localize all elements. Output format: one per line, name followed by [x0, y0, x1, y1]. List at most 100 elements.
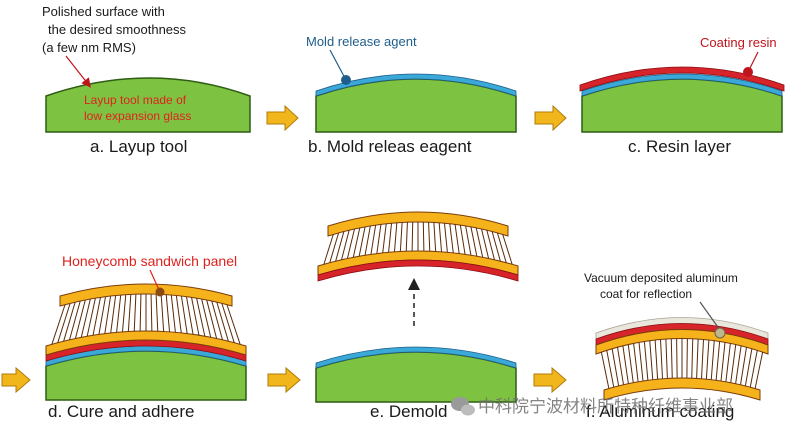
- step-f-group: Vacuum deposited aluminum coat for refle…: [584, 271, 769, 421]
- mold-release-pointer: [329, 49, 347, 81]
- watermark: 中科院宁波材料所特种纤维事业部: [451, 397, 733, 416]
- core-cell-wall: [705, 339, 710, 380]
- core-cell-wall: [660, 339, 663, 379]
- core-cell-wall: [185, 296, 194, 335]
- coating-resin-dot: [743, 67, 753, 77]
- core-cell-wall: [155, 294, 159, 332]
- core-cell-wall: [676, 338, 678, 379]
- core-cell-wall: [127, 294, 132, 332]
- core-cell-wall: [170, 294, 176, 333]
- core-cell-wall: [51, 304, 66, 345]
- core-cell-wall: [606, 350, 615, 388]
- step-arrow-d-e-icon: [267, 366, 301, 394]
- core-cell-wall: [116, 294, 122, 333]
- caption-step-d: d. Cure and adhere: [48, 402, 195, 421]
- core-cell-wall: [449, 223, 454, 253]
- core-cell-wall: [393, 222, 398, 252]
- core-cell-wall: [433, 222, 437, 252]
- core-cell-wall: [346, 228, 355, 259]
- core-cell-wall: [196, 298, 206, 337]
- core-cell-wall: [133, 294, 137, 332]
- core-cell-wall: [438, 222, 443, 252]
- core-cell-wall: [665, 339, 668, 379]
- core-cell-wall: [191, 297, 200, 336]
- core-cell-wall: [428, 222, 431, 252]
- polished-surface-line-3: (a few nm RMS): [42, 40, 136, 55]
- vacuum-aluminum-pointer: [699, 301, 721, 331]
- caption-step-a: a. Layup tool: [90, 137, 187, 156]
- core-cell-wall: [443, 223, 448, 253]
- honeycomb-core-f: [600, 338, 764, 389]
- core-cell-wall: [486, 230, 495, 260]
- core-cell-wall: [649, 340, 654, 380]
- core-cell-wall: [744, 348, 753, 387]
- core-cell-wall: [422, 222, 425, 252]
- core-cell-wall: [710, 340, 715, 380]
- honeycomb-panel-dot: [155, 287, 165, 297]
- layup-tool-label-line-1: Layup tool made of: [84, 93, 187, 107]
- core-cell-wall: [80, 298, 91, 338]
- core-cell-wall: [110, 295, 117, 333]
- core-cell-wall: [638, 342, 644, 382]
- resin-layer-c: [579, 66, 785, 92]
- core-cell-wall: [370, 225, 377, 255]
- core-cell-wall: [696, 339, 699, 379]
- core-cell-wall: [454, 224, 460, 254]
- core-cell-wall: [364, 225, 371, 256]
- core-cell-wall: [654, 339, 659, 380]
- core-cell-wall: [735, 345, 742, 384]
- core-cell-wall: [211, 300, 223, 340]
- step-arrow-into-d-icon: [1, 366, 31, 394]
- resin-layer-e: [317, 259, 519, 282]
- mold-release-label: Mold release agent: [306, 34, 417, 49]
- core-cell-wall: [329, 232, 340, 263]
- core-cell-wall: [725, 343, 731, 382]
- core-cell-wall: [481, 228, 490, 259]
- watermark-text: 中科院宁波材料所特种纤维事业部: [478, 397, 733, 416]
- step-e-group: e. Demold: [315, 211, 519, 421]
- core-cell-wall: [611, 348, 620, 387]
- core-cell-wall: [405, 222, 408, 252]
- polished-surface-pointer: [65, 55, 91, 88]
- core-cell-wall: [216, 301, 229, 342]
- release-agent-layer-e: [315, 346, 517, 369]
- release-agent-layer-b: [315, 73, 517, 97]
- core-cell-wall: [175, 295, 182, 333]
- core-cell-wall: [86, 298, 96, 337]
- core-cell-wall: [459, 225, 466, 255]
- core-cell-wall: [622, 345, 629, 384]
- caption-step-f: f. Aluminum coating: [586, 402, 734, 421]
- core-cell-wall: [139, 294, 142, 332]
- core-cell-wall: [121, 294, 127, 332]
- core-cell-wall: [715, 341, 721, 381]
- core-cell-wall: [720, 342, 726, 382]
- core-cell-wall: [69, 300, 81, 340]
- core-cell-wall: [730, 344, 737, 383]
- core-cell-wall: [104, 295, 112, 334]
- core-cell-wall: [491, 231, 501, 262]
- panel-bottom-skin-d: [45, 330, 247, 356]
- core-cell-wall: [502, 234, 513, 265]
- step-arrow-b-c-icon: [534, 104, 567, 132]
- core-cell-wall: [335, 231, 345, 262]
- caption-step-c: c. Resin layer: [628, 137, 731, 156]
- core-cell-wall: [160, 294, 165, 332]
- caption-step-b: b. Mold releas eagent: [308, 137, 472, 156]
- layup-tool-a: [45, 77, 251, 133]
- core-cell-wall: [388, 223, 393, 253]
- core-cell-wall: [63, 301, 76, 342]
- core-cell-wall: [691, 338, 694, 379]
- core-cell-wall: [180, 295, 188, 334]
- core-cell-wall: [165, 294, 171, 332]
- step-arrow-a-b-icon: [266, 104, 299, 132]
- core-cell-wall: [600, 352, 610, 389]
- step-c-group: Coating resin c. Resin layer: [579, 35, 785, 156]
- step-b-group: Mold release agent b. Mold releas eagent: [306, 34, 517, 156]
- core-cell-wall: [749, 350, 758, 388]
- honeycomb-core-e: [323, 222, 513, 265]
- core-cell-wall: [323, 234, 334, 265]
- release-agent-layer-c: [581, 73, 783, 97]
- core-cell-wall: [358, 226, 366, 257]
- vacuum-aluminum-line-1: Vacuum deposited aluminum: [584, 271, 738, 285]
